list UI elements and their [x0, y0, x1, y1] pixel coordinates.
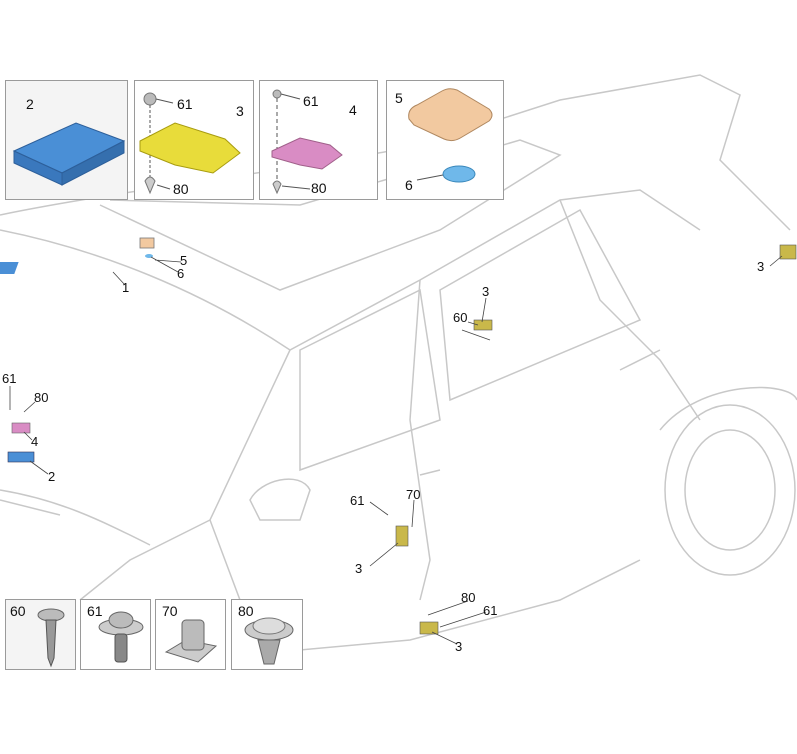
callout-61[interactable]: 61 [483, 603, 498, 618]
callout-61[interactable]: 61 [350, 493, 365, 508]
callout-70[interactable]: 70 [406, 487, 421, 502]
roof-module-icon [408, 88, 493, 183]
pad-part-1 [0, 262, 19, 274]
callout-5[interactable]: 5 [180, 253, 188, 268]
tapping-screw-icon [37, 608, 65, 668]
callout-3[interactable]: 3 [482, 284, 490, 299]
expansion-rivet-icon [244, 617, 294, 665]
callout-80[interactable]: 80 [34, 390, 49, 405]
callout-1[interactable]: 1 [122, 280, 130, 295]
callout-80[interactable]: 80 [461, 590, 476, 605]
antenna-pink-icon [271, 89, 343, 195]
panel-antenna-4[interactable]: 61 4 80 [259, 80, 378, 200]
part-number: 70 [162, 603, 178, 619]
callout-60[interactable]: 60 [453, 310, 468, 325]
panel-fastener-61[interactable]: 61 [80, 599, 151, 670]
panel-roof-module-5[interactable]: 5 6 [386, 80, 504, 200]
panel-fastener-80[interactable]: 80 [231, 599, 303, 670]
clip-nut-icon [164, 619, 218, 663]
panel-fastener-60[interactable]: 60 [5, 599, 76, 670]
part-number: 6 [405, 177, 413, 193]
panel-control-unit-2[interactable]: 2 [5, 80, 128, 200]
torx-bolt-icon [98, 611, 144, 663]
callout-3[interactable]: 3 [355, 561, 363, 576]
part-number: 80 [238, 603, 254, 619]
part-number: 2 [26, 96, 34, 112]
part-number: 61 [177, 96, 193, 112]
part-number: 61 [87, 603, 103, 619]
panel-fastener-70[interactable]: 70 [155, 599, 226, 670]
part-number: 61 [303, 93, 319, 109]
part-number: 60 [10, 603, 26, 619]
part-number: 3 [236, 103, 244, 119]
antenna-yellow-icon [139, 92, 241, 195]
callout-6[interactable]: 6 [177, 266, 185, 281]
part-number: 80 [173, 181, 189, 197]
callout-3[interactable]: 3 [757, 259, 765, 274]
part-number: 4 [349, 102, 357, 118]
callout-4[interactable]: 4 [31, 434, 39, 449]
part-number: 80 [311, 180, 327, 196]
callout-3[interactable]: 3 [455, 639, 463, 654]
callout-2[interactable]: 2 [48, 469, 56, 484]
part-number: 5 [395, 90, 403, 106]
control-unit-icon [12, 122, 126, 186]
callout-61[interactable]: 61 [2, 371, 17, 386]
panel-antenna-3[interactable]: 61 3 80 [134, 80, 254, 200]
